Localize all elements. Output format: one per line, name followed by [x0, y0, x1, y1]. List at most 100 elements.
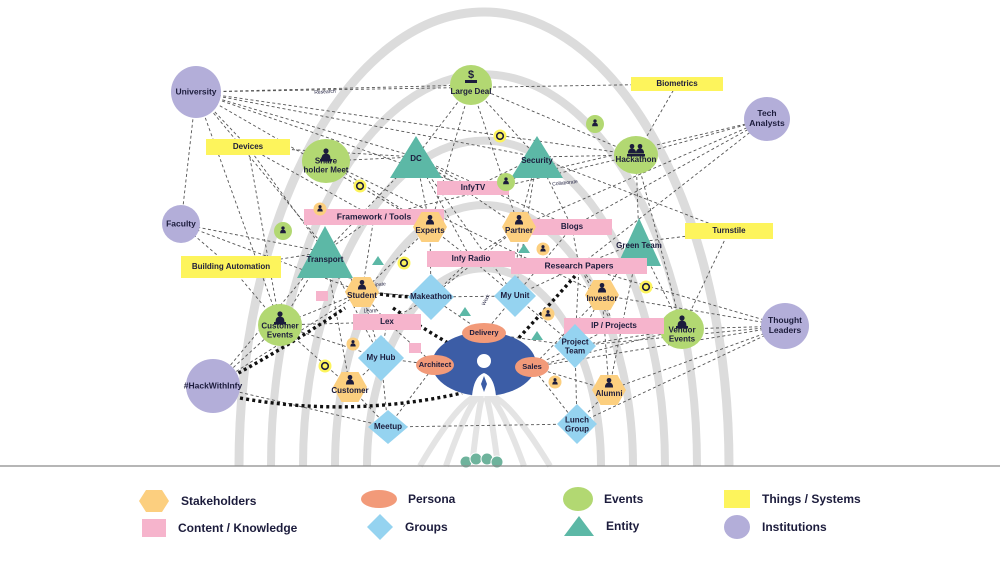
node-student: Student: [345, 277, 379, 307]
strong-connection-line: [498, 274, 577, 360]
node-architect: Architect: [416, 355, 454, 375]
legend-label: Institutions: [762, 520, 827, 534]
node-label: Meetup: [374, 422, 402, 431]
node-my-hub: My Hub: [358, 335, 404, 381]
node-label: My Hub: [367, 353, 396, 362]
person-icon: [503, 177, 509, 185]
node-partner: Partner: [502, 212, 536, 242]
connection-line: [470, 258, 516, 297]
connection-line: [429, 84, 472, 228]
stakeholder-shape: [333, 372, 367, 402]
connection-line: [470, 226, 520, 260]
entity-marker-icon: [459, 307, 471, 316]
person-icon: [345, 374, 355, 385]
person-icon: [627, 143, 637, 154]
brain-icon: [459, 452, 504, 469]
content-shape: [437, 181, 509, 195]
group-shape: [408, 274, 454, 320]
connection-line: [387, 364, 436, 428]
legend-item-events: Events: [562, 486, 643, 512]
node-label: Lex: [380, 317, 394, 326]
connection-line: [180, 223, 363, 293]
thing-shape: [631, 77, 723, 91]
background-arc: [299, 136, 669, 467]
node-hackwithinfy: #HackWithInfy: [184, 359, 243, 413]
node-label: My Unit: [501, 291, 530, 300]
content-shape: [564, 318, 664, 334]
connection-line: [531, 325, 786, 368]
node-green-team: Green Team: [616, 218, 662, 266]
content-shape: [353, 314, 421, 330]
node-label: Research Papers: [545, 260, 614, 270]
connection-line: [212, 385, 389, 428]
connection-label: Research: [314, 89, 336, 96]
node-dc: DC: [390, 136, 442, 178]
entity-shape: [617, 218, 661, 266]
person-icon: [545, 310, 551, 317]
stakeholder-marker-icon: [536, 242, 550, 256]
stakeholder-shape: [413, 212, 447, 242]
background-arc: [234, 7, 734, 467]
institution-shape: [171, 66, 221, 118]
connection-label: Collaborate: [552, 179, 578, 188]
connection-line: [578, 118, 768, 267]
person-icon: [552, 378, 558, 385]
person-icon: [540, 245, 546, 252]
network-graph: ResearchCollaborateParticipateLearnShare…: [0, 7, 1000, 469]
connection-line: [483, 332, 576, 347]
connection-line: [608, 325, 786, 391]
node-devices: Devices: [206, 139, 290, 155]
node-label: Architect: [419, 360, 452, 369]
node-label: Partner: [505, 226, 533, 235]
event-shape: [660, 309, 704, 349]
node-label: Student: [347, 291, 377, 300]
person-icon: [350, 340, 356, 347]
connection-line: [635, 154, 683, 330]
connection-line: [415, 84, 472, 158]
connection-line: [212, 324, 281, 387]
node-turnstile: Turnstile: [685, 223, 773, 239]
institution-shape: [162, 205, 200, 243]
thing-shape: [181, 256, 281, 278]
decorative-icons: [274, 115, 653, 389]
event-marker-icon: [586, 115, 604, 133]
group-shape: [557, 404, 597, 444]
strong-connection-line: [232, 306, 346, 378]
person-icon: [317, 205, 323, 212]
node-infy-radio: Infy Radio: [427, 251, 515, 267]
stakeholder-marker-icon: [346, 337, 360, 351]
strong-connection-line: [239, 391, 463, 409]
svg-text:$: $: [468, 69, 474, 81]
legend: Stakeholders Content / Knowledge Persona…: [0, 470, 1000, 578]
legend-label: Content / Knowledge: [178, 521, 298, 535]
person-icon: [425, 214, 435, 225]
connection-line: [247, 146, 375, 218]
node-label: Experts: [415, 226, 445, 235]
stakeholder-shape: [592, 375, 626, 405]
node-building-automation: Building Automation: [181, 256, 281, 278]
persona-ellipse-swatch: [361, 490, 397, 508]
event-shape: [258, 304, 302, 346]
node-label: Security: [521, 156, 553, 165]
node-ip-projects: IP / Projects: [564, 318, 664, 334]
node-security: Security: [511, 136, 563, 178]
person-icon: [604, 377, 614, 388]
entity-shape: [297, 226, 353, 278]
node-research-papers: Research Papers: [511, 258, 647, 274]
node-label: InfyTV: [461, 183, 486, 192]
entity-marker-icon: [372, 256, 384, 265]
connection-line: [536, 156, 730, 232]
node-label: University: [175, 86, 216, 96]
node-delivery: Delivery: [462, 323, 506, 343]
node-label: Framework / Tools: [337, 211, 412, 221]
stakeholder-shape: [345, 277, 379, 307]
stakeholder-shape: [585, 280, 619, 310]
